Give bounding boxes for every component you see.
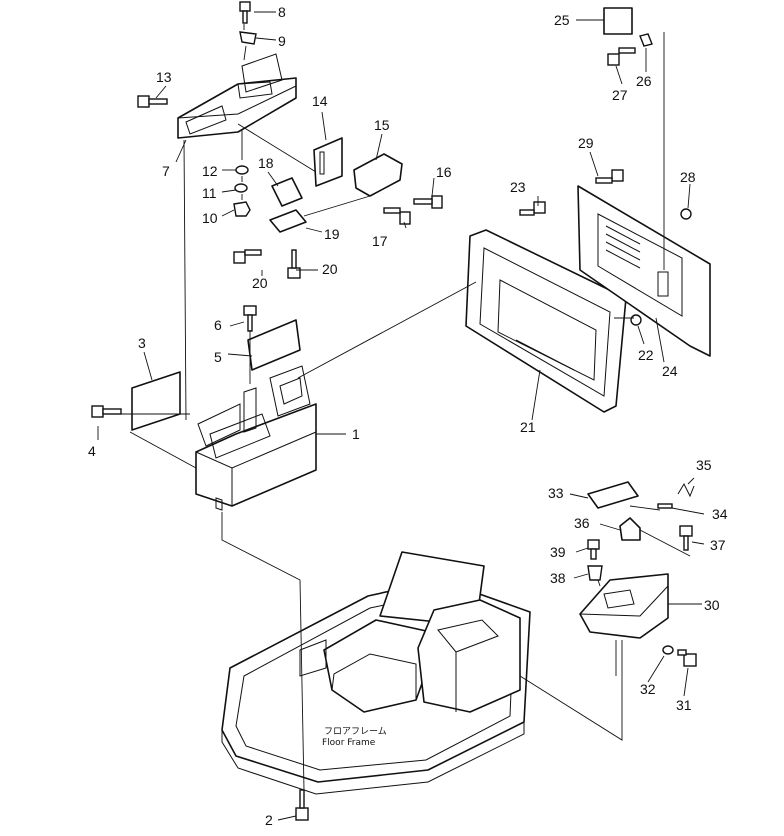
bolt-part-6	[243, 305, 257, 332]
side-plate-part-3	[131, 371, 181, 431]
spring-part-35	[677, 482, 695, 498]
label-part-11: 11	[202, 185, 217, 201]
label-leaders	[97, 11, 705, 821]
label-part-6: 6	[214, 317, 222, 333]
bracket-part-15	[353, 153, 403, 197]
knob-part-38	[587, 565, 603, 581]
label-part-22: 22	[638, 347, 654, 363]
bolt-part-20-left	[233, 249, 262, 264]
label-part-33: 33	[548, 485, 564, 501]
block-part-18	[271, 177, 303, 207]
plate-part-33	[587, 481, 639, 509]
washer-part-12	[235, 165, 249, 175]
bolt-part-17	[383, 207, 411, 225]
label-part-9: 9	[278, 33, 286, 49]
label-part-5: 5	[214, 349, 222, 365]
label-part-30: 30	[704, 597, 720, 613]
label-part-27: 27	[612, 87, 628, 103]
clip-part-26	[639, 33, 653, 47]
panel-cover-part-24	[577, 185, 711, 357]
label-part-4: 4	[88, 443, 96, 459]
top-cover-part-7	[177, 53, 297, 139]
bracket-part-14	[313, 137, 343, 187]
clip-part-9	[239, 31, 257, 45]
label-part-34: 34	[712, 506, 728, 522]
label-part-17: 17	[372, 233, 388, 249]
pin-part-34	[657, 503, 673, 509]
label-part-14: 14	[312, 93, 328, 109]
bolt-part-37	[679, 525, 693, 551]
label-part-12: 12	[202, 163, 218, 179]
plate-part-19	[269, 209, 307, 233]
bolt-part-29	[595, 169, 624, 184]
bracket-part-5	[247, 319, 301, 371]
bolt-part-16	[413, 195, 443, 209]
part-number-labels: 1 2 3 4 5 6 7 8 9 10 11 12 13 14 15 16 1…	[88, 4, 728, 828]
nut-part-28	[680, 208, 692, 220]
nut-part-10	[233, 201, 251, 217]
label-part-19: 19	[324, 226, 340, 242]
washer-part-11	[234, 183, 248, 193]
bolt-part-8	[239, 1, 251, 24]
slot-part-14	[319, 151, 325, 175]
bolt-part-27	[607, 47, 636, 66]
label-part-32: 32	[640, 681, 656, 697]
label-part-35: 35	[696, 457, 712, 473]
label-part-37: 37	[710, 537, 726, 553]
bolt-part-31	[677, 649, 697, 667]
label-part-26: 26	[636, 73, 652, 89]
label-part-18: 18	[258, 155, 274, 171]
floor-frame	[221, 551, 531, 795]
label-part-23: 23	[510, 179, 526, 195]
label-part-21: 21	[520, 419, 536, 435]
label-part-13: 13	[156, 69, 172, 85]
label-part-10: 10	[202, 210, 218, 226]
label-part-25: 25	[554, 12, 570, 28]
assembly-lines	[120, 24, 691, 791]
label-part-2: 2	[265, 812, 273, 828]
label-part-24: 24	[662, 363, 678, 379]
label-part-36: 36	[574, 515, 590, 531]
washer-part-32	[662, 645, 674, 655]
label-part-16: 16	[436, 164, 452, 180]
label-part-29: 29	[578, 135, 594, 151]
bolt-part-2	[295, 789, 309, 821]
label-part-20a: 20	[252, 275, 268, 291]
label-part-8: 8	[278, 4, 286, 20]
floor-frame-jp-label: フロアフレーム	[324, 726, 387, 737]
console-box-part-1	[195, 365, 317, 511]
label-part-38: 38	[550, 570, 566, 586]
floor-frame-en-label: Floor Frame	[322, 738, 376, 748]
nut-part-22	[630, 314, 642, 326]
latch-part-24	[657, 271, 669, 297]
small-plate-part-25	[603, 7, 633, 35]
label-part-20b: 20	[322, 261, 338, 277]
bolt-part-23	[519, 201, 546, 216]
rear-frame-part-21	[465, 229, 627, 413]
bolt-part-4	[91, 405, 122, 418]
bolt-part-20-right	[287, 249, 301, 279]
label-part-39: 39	[550, 544, 566, 560]
lever-housing-part-30	[579, 573, 669, 639]
label-part-3: 3	[138, 335, 146, 351]
bolt-part-39	[587, 539, 600, 560]
bolt-part-13	[137, 95, 168, 108]
label-part-7: 7	[162, 163, 170, 179]
label-part-28: 28	[680, 169, 696, 185]
bracket-part-36	[619, 517, 641, 541]
label-part-1: 1	[352, 426, 360, 442]
label-part-15: 15	[374, 117, 390, 133]
label-part-31: 31	[676, 697, 692, 713]
